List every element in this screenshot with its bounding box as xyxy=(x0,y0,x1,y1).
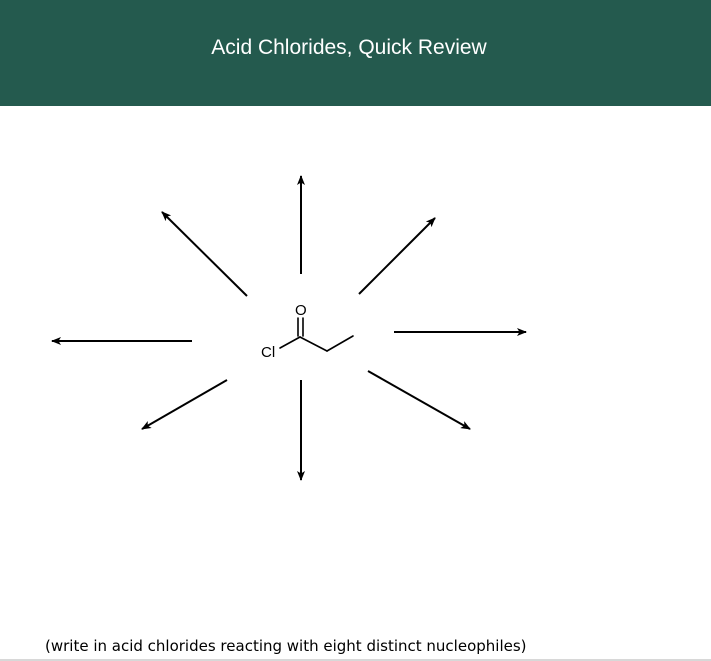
header-band xyxy=(0,0,711,106)
arrow-down-right xyxy=(367,370,471,430)
c-c-bond-2 xyxy=(326,335,354,352)
arrow-up-right xyxy=(358,217,436,295)
instruction-text: (write in acid chlorides reacting with e… xyxy=(45,637,527,655)
arrow-down-left xyxy=(141,379,228,430)
c-cl-bond xyxy=(279,336,301,349)
c-c-bond-1 xyxy=(299,336,328,352)
acid-chloride-structure xyxy=(279,317,354,352)
page-title: Acid Chlorides, Quick Review xyxy=(211,36,487,59)
oxygen-label: O xyxy=(295,302,307,319)
bottom-divider xyxy=(0,659,711,661)
chlorine-label: Cl xyxy=(261,344,275,361)
arrow-group xyxy=(51,175,527,481)
arrow-up-left xyxy=(161,211,248,297)
